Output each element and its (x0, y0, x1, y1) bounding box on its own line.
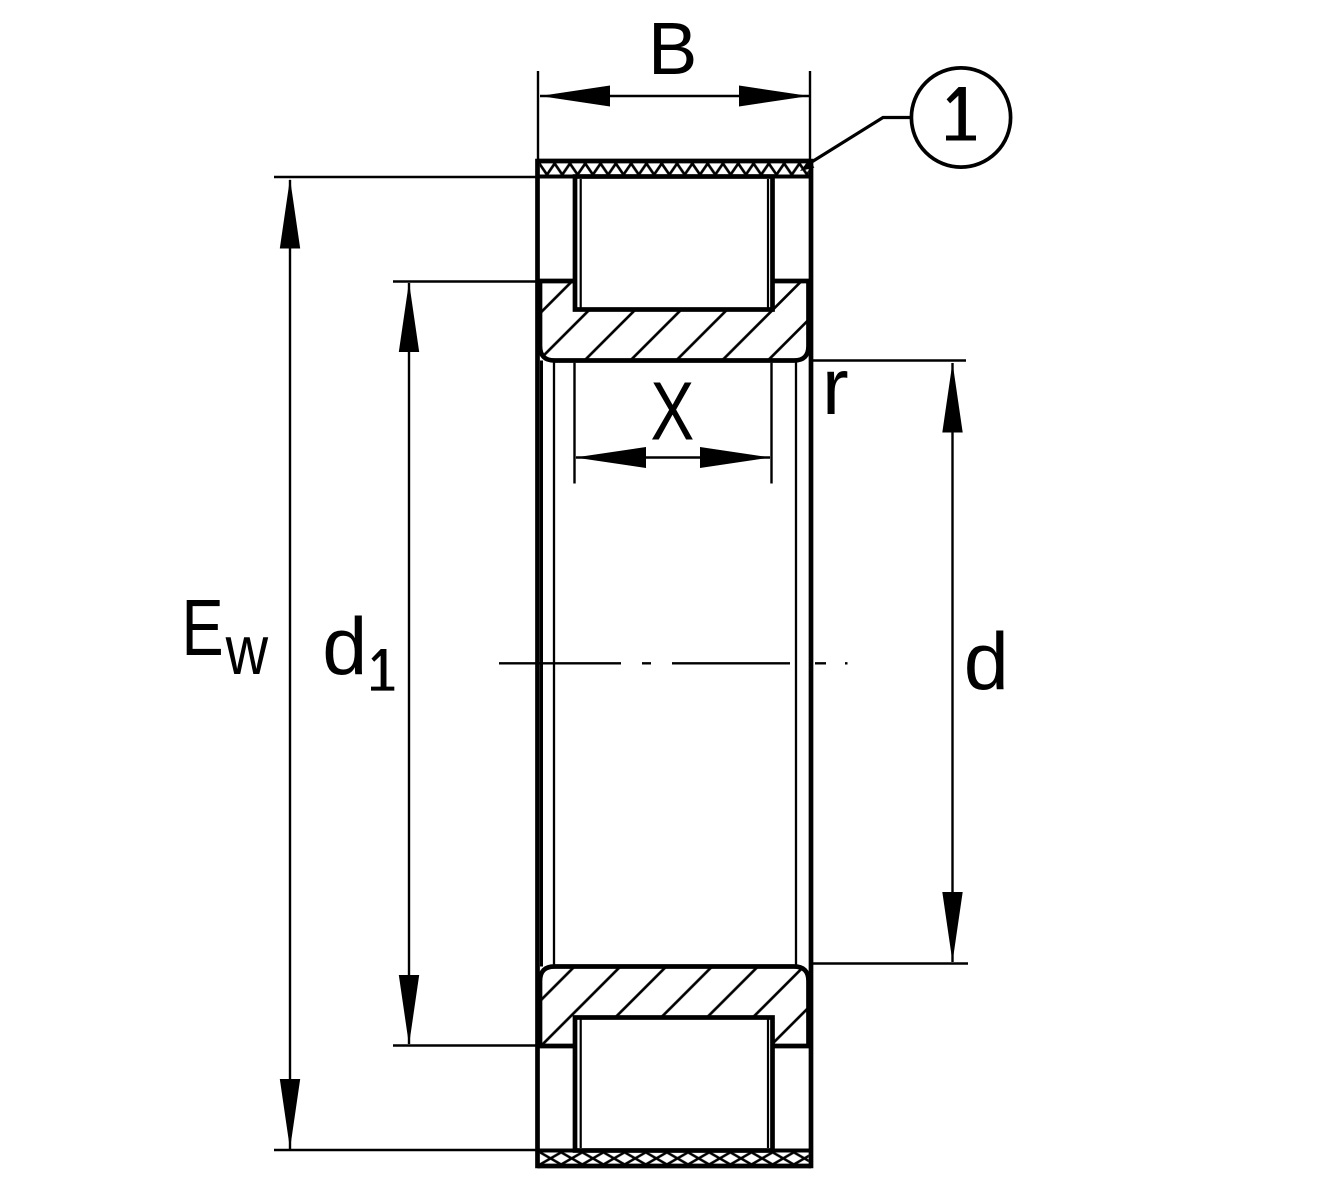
svg-text:B: B (648, 7, 697, 90)
svg-text:w: w (225, 610, 269, 689)
svg-text:r: r (822, 342, 849, 431)
svg-text:d: d (964, 617, 1009, 707)
svg-text:E: E (182, 584, 224, 673)
svg-text:X: X (651, 364, 695, 457)
svg-text:d: d (322, 602, 367, 692)
